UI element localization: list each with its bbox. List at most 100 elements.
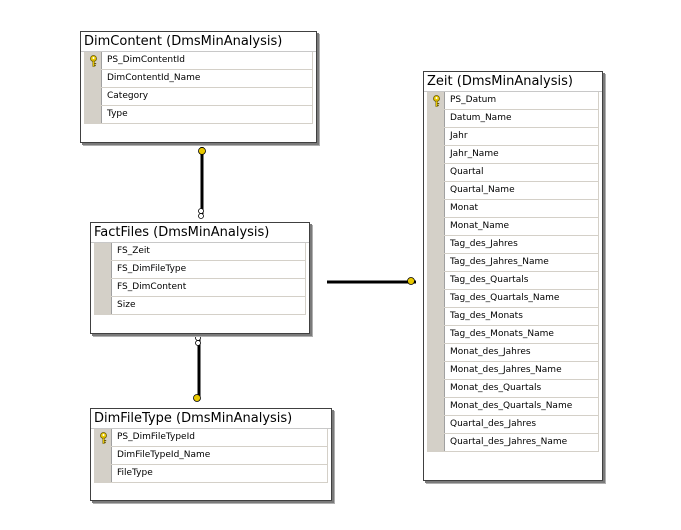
row-selector[interactable] [428, 416, 445, 433]
column-row[interactable]: Monat_des_Quartals_Name [428, 398, 598, 416]
column-name: FS_DimContent [117, 282, 187, 292]
column-row[interactable]: FS_DimContent [95, 279, 305, 297]
relationship-many-end-icon [198, 208, 204, 214]
column-row[interactable]: Monat_des_Quartals [428, 380, 598, 398]
row-selector[interactable] [95, 261, 112, 278]
column-row[interactable]: Quartal_des_Jahres_Name [428, 434, 598, 451]
column-row[interactable]: Tag_des_Jahres_Name [428, 254, 598, 272]
column-row[interactable]: Datum_Name [428, 110, 598, 128]
column-row[interactable]: Tag_des_Jahres [428, 236, 598, 254]
row-selector[interactable] [95, 429, 112, 446]
column-row[interactable]: PS_DimFileTypeId [95, 429, 327, 447]
row-selector[interactable] [428, 272, 445, 289]
row-selector[interactable] [85, 70, 102, 87]
column-row[interactable]: FS_DimFileType [95, 261, 305, 279]
row-selector[interactable] [428, 92, 445, 109]
row-selector[interactable] [428, 398, 445, 415]
row-selector[interactable] [428, 146, 445, 163]
row-selector[interactable] [428, 290, 445, 307]
column-name: Tag_des_Quartals_Name [450, 293, 560, 303]
column-row[interactable]: Tag_des_Monats [428, 308, 598, 326]
row-selector[interactable] [428, 164, 445, 181]
row-selector[interactable] [428, 110, 445, 127]
table-title[interactable]: FactFiles (DmsMinAnalysis) [91, 223, 309, 243]
column-name: FS_Zeit [117, 246, 150, 256]
column-name: Tag_des_Monats [450, 311, 523, 321]
column-name: Jahr_Name [450, 149, 499, 159]
primary-key-icon [432, 94, 440, 107]
row-selector[interactable] [428, 308, 445, 325]
column-row[interactable]: Tag_des_Quartals [428, 272, 598, 290]
column-row[interactable]: Monat_Name [428, 218, 598, 236]
row-selector[interactable] [85, 52, 102, 69]
row-selector[interactable] [85, 106, 102, 123]
row-selector[interactable] [428, 380, 445, 397]
table-dimcontent[interactable]: DimContent (DmsMinAnalysis) PS_DimConten… [80, 31, 317, 143]
relationship-key-end-icon [407, 277, 415, 285]
row-selector[interactable] [428, 182, 445, 199]
row-selector[interactable] [85, 88, 102, 105]
row-selector[interactable] [428, 254, 445, 271]
column-row[interactable]: Quartal [428, 164, 598, 182]
column-row[interactable]: Size [95, 297, 305, 314]
relationship-many-end-icon [198, 213, 204, 219]
column-row[interactable]: FS_Zeit [95, 243, 305, 261]
row-selector[interactable] [95, 243, 112, 260]
column-name: Jahr [450, 131, 468, 141]
column-row[interactable]: PS_Datum [428, 92, 598, 110]
column-name: Datum_Name [450, 113, 512, 123]
column-row[interactable]: Monat_des_Jahres [428, 344, 598, 362]
row-selector[interactable] [428, 200, 445, 217]
table-title[interactable]: DimContent (DmsMinAnalysis) [81, 32, 316, 52]
row-selector[interactable] [95, 279, 112, 296]
relationship-key-end-icon [198, 147, 206, 155]
column-row[interactable]: PS_DimContentId [85, 52, 312, 70]
column-row[interactable]: Tag_des_Quartals_Name [428, 290, 598, 308]
column-name: Tag_des_Jahres [450, 239, 518, 249]
column-row[interactable]: Jahr_Name [428, 146, 598, 164]
relationship-key-end-icon [193, 394, 201, 402]
column-name: PS_DimContentId [107, 55, 185, 65]
row-selector[interactable] [428, 236, 445, 253]
column-name: Quartal_Name [450, 185, 515, 195]
column-row[interactable]: Monat_des_Jahres_Name [428, 362, 598, 380]
table-title[interactable]: DimFileType (DmsMinAnalysis) [91, 409, 331, 429]
column-name: Monat [450, 203, 479, 213]
primary-key-icon [99, 431, 107, 444]
column-row[interactable]: Tag_des_Monats_Name [428, 326, 598, 344]
column-row[interactable]: Type [85, 106, 312, 123]
row-selector[interactable] [428, 128, 445, 145]
column-name: Monat_des_Quartals [450, 383, 542, 393]
column-name: DimContentId_Name [107, 73, 201, 83]
column-row[interactable]: Jahr [428, 128, 598, 146]
row-selector[interactable] [95, 297, 112, 314]
column-name: Tag_des_Monats_Name [450, 329, 554, 339]
row-selector[interactable] [95, 447, 112, 464]
table-dimfiletype[interactable]: DimFileType (DmsMinAnalysis) PS_DimFileT… [90, 408, 332, 501]
column-row[interactable]: Quartal_Name [428, 182, 598, 200]
column-row[interactable]: FileType [95, 465, 327, 482]
row-selector[interactable] [95, 465, 112, 482]
row-selector[interactable] [428, 434, 445, 451]
column-row[interactable]: DimContentId_Name [85, 70, 312, 88]
column-name: Tag_des_Jahres_Name [450, 257, 549, 267]
row-selector[interactable] [428, 362, 445, 379]
column-row[interactable]: Quartal_des_Jahres [428, 416, 598, 434]
column-name: FileType [117, 468, 153, 478]
column-name: Monat_des_Jahres [450, 347, 531, 357]
row-selector[interactable] [428, 326, 445, 343]
row-selector[interactable] [428, 344, 445, 361]
column-row[interactable]: DimFileTypeId_Name [95, 447, 327, 465]
column-name: Category [107, 91, 149, 101]
column-row[interactable]: Category [85, 88, 312, 106]
row-selector[interactable] [428, 218, 445, 235]
column-row[interactable]: Monat [428, 200, 598, 218]
table-title[interactable]: Zeit (DmsMinAnalysis) [424, 72, 602, 92]
column-name: Quartal_des_Jahres_Name [450, 437, 568, 447]
column-name: Tag_des_Quartals [450, 275, 529, 285]
